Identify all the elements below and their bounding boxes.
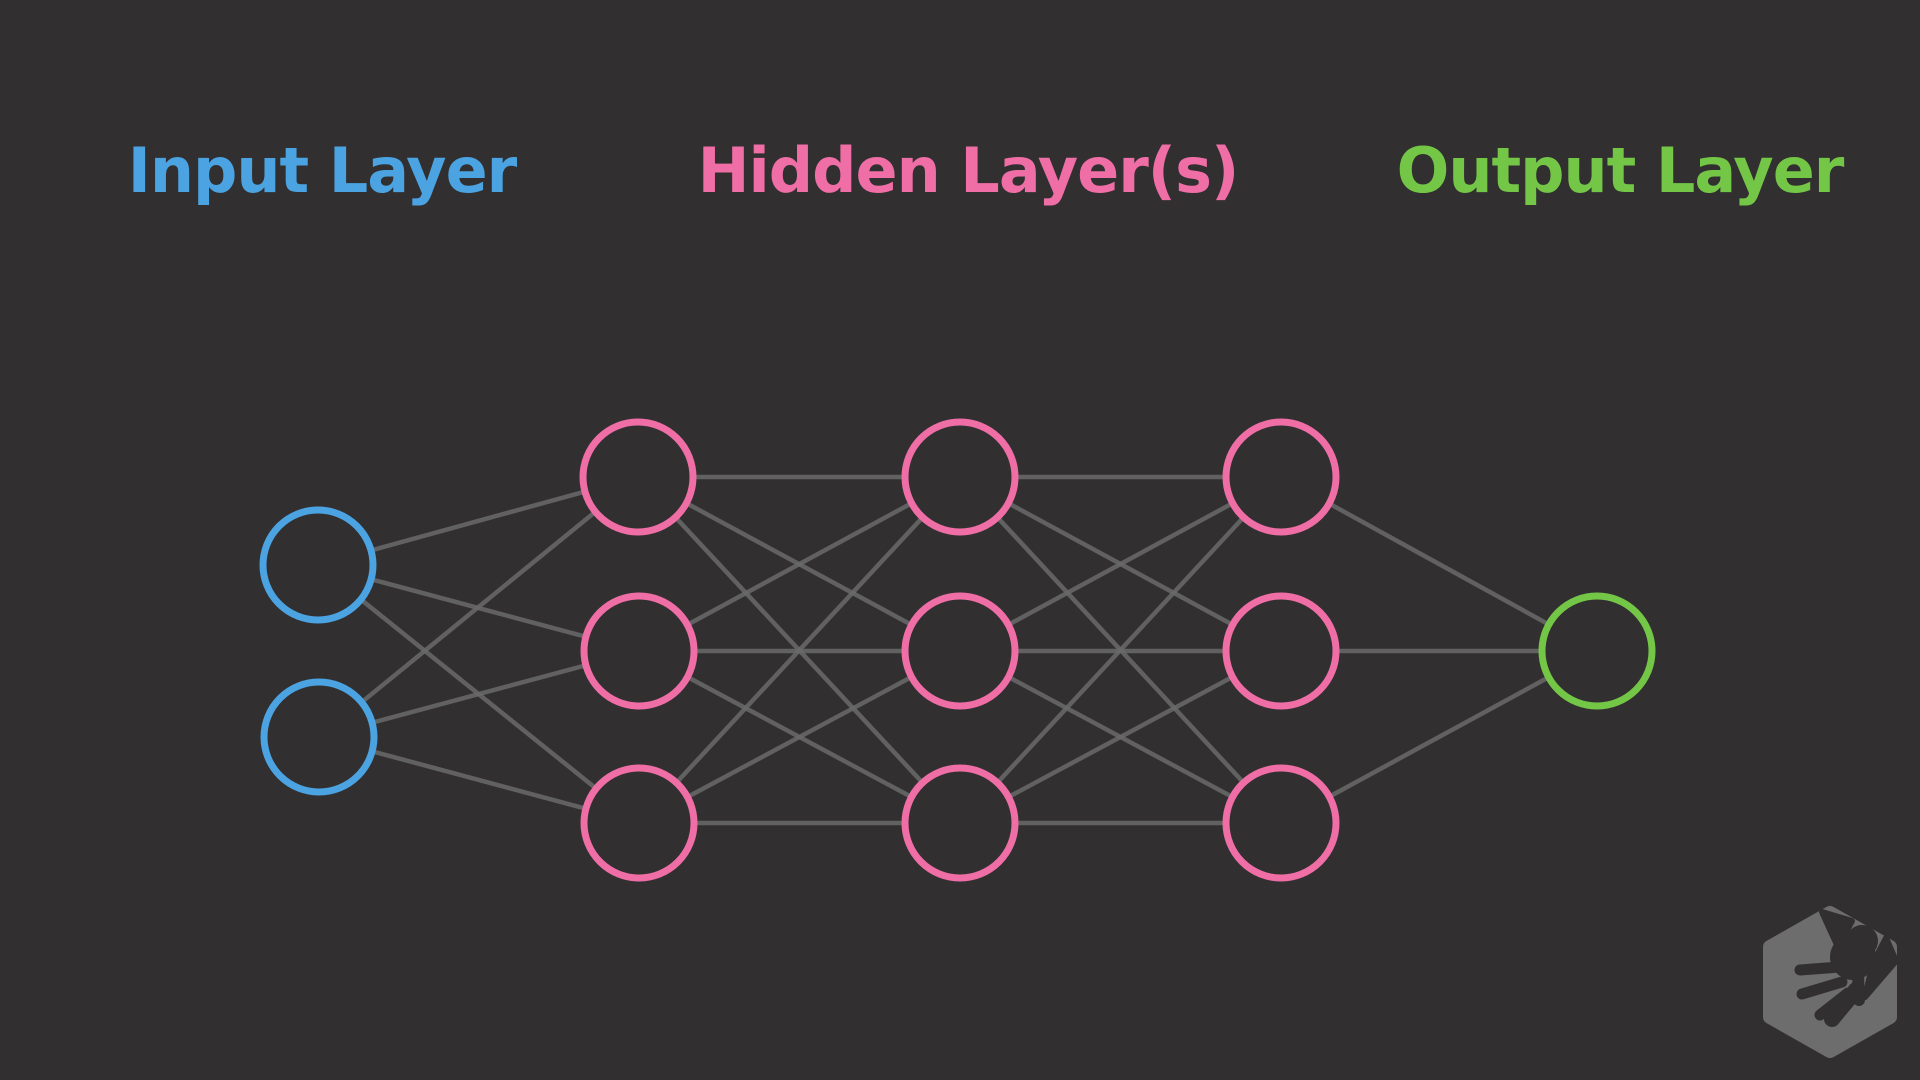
hidden-node (580, 592, 698, 710)
hidden-node (901, 418, 1019, 536)
frog-foot-hexagon-logo (1763, 906, 1899, 1058)
hidden-node (1222, 764, 1340, 882)
hidden-node (901, 764, 1019, 882)
edge-line (1279, 649, 1599, 825)
edge-line (1279, 475, 1599, 653)
hidden-node (579, 418, 697, 536)
output-node (1538, 592, 1656, 710)
hidden-layer-label: Hidden Layer(s) (697, 134, 1240, 207)
edge-line (958, 475, 1283, 825)
hidden-node (1222, 592, 1340, 710)
input-layer-label: Input Layer (127, 134, 517, 207)
hidden-node (1222, 418, 1340, 536)
input-node (259, 506, 377, 624)
nodes-group (259, 418, 1656, 882)
edge-line (637, 475, 962, 653)
edge-line (958, 649, 1283, 825)
output-layer-label: Output Layer (1396, 134, 1845, 207)
hidden-node (580, 764, 698, 882)
edge-line (637, 649, 962, 825)
input-node (260, 678, 378, 796)
frog-foot-cutout (1794, 909, 1899, 1027)
edge-line (958, 475, 1283, 653)
edge-line (637, 475, 962, 825)
edge-line (317, 475, 640, 739)
hidden-node (901, 592, 1019, 710)
